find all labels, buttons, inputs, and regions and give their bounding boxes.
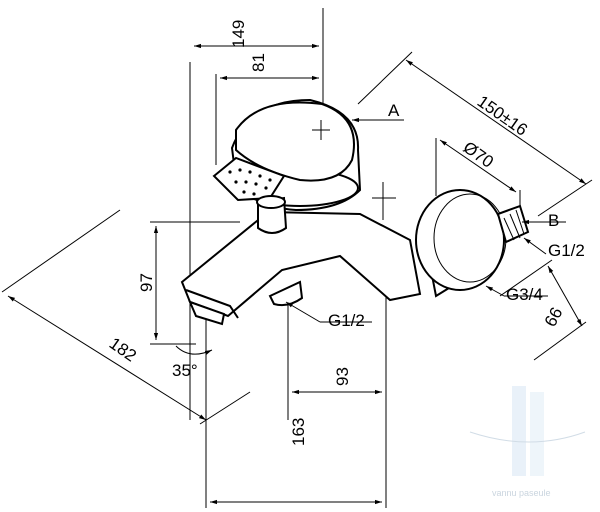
callout-g12-right: G1/2 <box>523 237 585 260</box>
callout-g34: G3/4 <box>485 285 548 304</box>
dim-81-label: 81 <box>249 53 268 72</box>
dim-35-label: 35° <box>172 361 198 380</box>
callout-b: B <box>522 211 566 230</box>
dim-150-label: 150±16 <box>474 92 531 140</box>
callout-g12-bottom-label: G1/2 <box>328 311 365 330</box>
dim-35deg: 35° <box>172 320 213 380</box>
watermark-text: vannu paseule <box>492 488 551 498</box>
dim-66-label: 66 <box>541 304 567 330</box>
dim-163: 163 <box>205 360 387 508</box>
dim-66: 66 <box>499 259 587 361</box>
dim-97-label: 97 <box>137 273 156 292</box>
dim-150: 150±16 <box>357 51 593 217</box>
watermark-logo: vannu paseule <box>469 386 586 498</box>
dim-93-label: 93 <box>333 367 352 386</box>
callout-g34-label: G3/4 <box>506 285 543 304</box>
callout-a: A <box>352 101 404 123</box>
callout-g12-right-label: G1/2 <box>548 241 585 260</box>
faucet-body <box>180 98 530 326</box>
callout-g12-bottom: G1/2 <box>285 301 372 330</box>
dim-81: 81 <box>215 53 319 165</box>
callout-a-label: A <box>388 101 400 120</box>
callout-b-label: B <box>548 211 559 230</box>
dim-163-label: 163 <box>289 418 308 446</box>
lever-grip-dots <box>228 168 272 196</box>
dim-149-label: 149 <box>229 20 248 48</box>
